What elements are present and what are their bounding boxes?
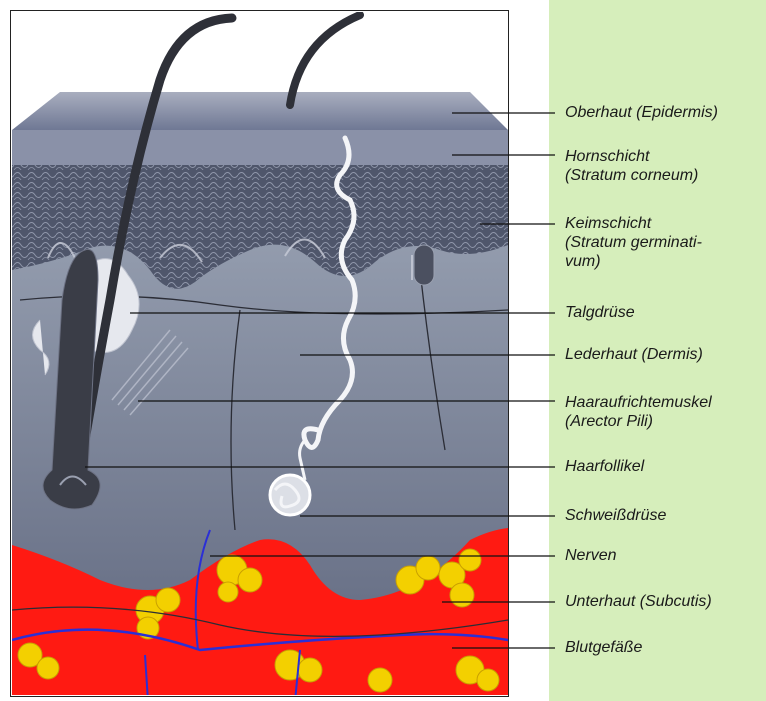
label-nerven: Nerven xyxy=(565,546,617,565)
label-nerven-line1: Nerven xyxy=(565,546,617,565)
epidermis-front xyxy=(12,130,508,170)
label-unterhaut: Unterhaut (Subcutis) xyxy=(565,592,712,611)
label-unterhaut-line1: Unterhaut (Subcutis) xyxy=(565,592,712,611)
label-haaraufrichtemuskel: Haaraufrichtemuskel (Arector Pili) xyxy=(565,393,712,431)
label-hornschicht-line1: Hornschicht xyxy=(565,147,698,166)
label-oberhaut-line1: Oberhaut (Epidermis) xyxy=(565,103,718,122)
label-haarfollikel: Haarfollikel xyxy=(565,457,644,476)
label-talgdruese: Talgdrüse xyxy=(565,303,635,322)
epidermis-surface xyxy=(12,92,508,130)
label-hornschicht: Hornschicht (Stratum corneum) xyxy=(565,147,698,185)
label-haarfollikel-line1: Haarfollikel xyxy=(565,457,644,476)
label-talgdruese-line1: Talgdrüse xyxy=(565,303,635,322)
label-keimschicht-line3: vum) xyxy=(565,252,702,271)
label-keimschicht: Keimschicht (Stratum germinati- vum) xyxy=(565,214,702,271)
label-lederhaut: Lederhaut (Dermis) xyxy=(565,345,703,364)
label-haaraufrichtemuskel-line1: Haaraufrichtemuskel xyxy=(565,393,712,412)
label-blutgefaesse-line1: Blutgefäße xyxy=(565,638,642,657)
label-schweissdruese-line1: Schweißdrüse xyxy=(565,506,666,525)
hair-follicle-small xyxy=(414,245,434,285)
label-blutgefaesse: Blutgefäße xyxy=(565,638,642,657)
label-oberhaut: Oberhaut (Epidermis) xyxy=(565,103,718,122)
label-lederhaut-line1: Lederhaut (Dermis) xyxy=(565,345,703,364)
label-haaraufrichtemuskel-line2: (Arector Pili) xyxy=(565,412,712,431)
label-keimschicht-line2: (Stratum germinati- xyxy=(565,233,702,252)
label-keimschicht-line1: Keimschicht xyxy=(565,214,702,233)
label-schweissdruese: Schweißdrüse xyxy=(565,506,666,525)
label-hornschicht-line2: (Stratum corneum) xyxy=(565,166,698,185)
